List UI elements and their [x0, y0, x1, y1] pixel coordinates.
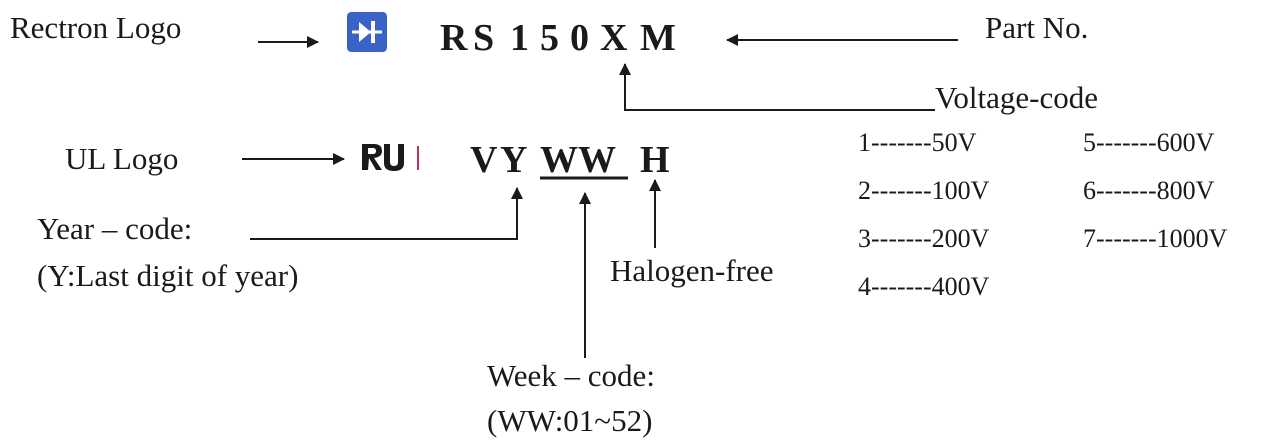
- part-char-s: S: [473, 17, 495, 59]
- year-code-connector: [250, 187, 523, 240]
- part-char-r: R: [440, 17, 468, 59]
- week-code-label: Week – code:: [487, 358, 655, 393]
- voltage-code-label: Voltage-code: [935, 80, 1098, 115]
- part-char-5: 5: [540, 17, 559, 59]
- halogen-free-label: Halogen-free: [610, 253, 774, 288]
- voltage-code-item: 5-------600V: [1083, 128, 1215, 157]
- voltage-code-connector: [619, 63, 935, 111]
- part-char-x: X: [600, 17, 628, 59]
- voltage-code-item: 2-------100V: [858, 176, 990, 205]
- part-char-1: 1: [510, 17, 529, 59]
- diode-symbol-icon: [347, 12, 387, 52]
- voltage-code-item: 1-------50V: [858, 128, 977, 157]
- voltage-code-item: 6-------800V: [1083, 176, 1215, 205]
- part-char-m: M: [640, 17, 676, 59]
- week-code-note: (WW:01~52): [487, 403, 653, 438]
- marking-v: V: [470, 139, 498, 181]
- ul-logo-label: UL Logo: [65, 141, 179, 176]
- year-code-note: (Y:Last digit of year): [37, 258, 299, 293]
- part-char-0: 0: [570, 17, 589, 59]
- voltage-code-item: 7-------1000V: [1083, 224, 1228, 253]
- part-no-label: Part No.: [985, 10, 1089, 45]
- marking-ww: WW: [540, 139, 616, 181]
- voltage-code-item: 3-------200V: [858, 224, 990, 253]
- marking-y: Y: [500, 139, 528, 181]
- ul-recognized-mark-icon: [362, 144, 419, 171]
- voltage-code-item: 4-------400V: [858, 272, 990, 301]
- year-code-label: Year – code:: [37, 211, 193, 246]
- rectron-logo-label: Rectron Logo: [10, 10, 182, 45]
- marking-h: H: [640, 139, 670, 181]
